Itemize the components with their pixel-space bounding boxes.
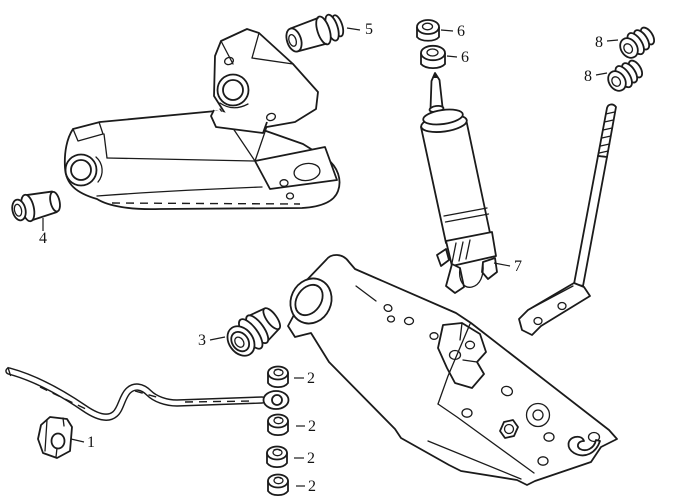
callout-leader-shock-mount-nut-upper [440, 29, 454, 32]
callout-leader-upper-arm-bushing-rear [346, 27, 361, 31]
stabilizer-link-bushing-lower [602, 55, 648, 97]
callout-number-stabilizer-link-nut-1: 2 [307, 370, 315, 387]
stabilizer-link [518, 103, 617, 336]
lower-control-arm [287, 254, 618, 486]
callout-number-upper-arm-bushing-front: 4 [39, 230, 47, 247]
stabilizer-link-nut-3 [266, 445, 288, 469]
shock-absorber-part [420, 72, 498, 294]
callout-number-stabilizer-link-bushing-upper: 8 [595, 34, 603, 51]
stabilizer-bar [5, 366, 290, 421]
callout-number-stabilizer-bar-bushing: 1 [87, 434, 95, 451]
shock-mount-nut-upper [416, 19, 440, 42]
upper-control-arm [63, 28, 341, 211]
upper-arm-bushing-front-part [11, 190, 61, 223]
stabilizer-bar-bushing-part [37, 416, 73, 459]
callout-number-stabilizer-link-nut-3: 2 [307, 450, 315, 467]
callout-leader-stabilizer-bar-bushing [70, 438, 85, 443]
callout-number-shock-absorber: 7 [514, 258, 522, 275]
callout-number-upper-arm-bushing-rear: 5 [365, 21, 373, 38]
callout-leader-lower-arm-bushing [209, 336, 226, 341]
callout-number-stabilizer-link-nut-4: 2 [308, 478, 316, 495]
upper-arm-bushing-rear-part [285, 13, 345, 53]
shock-mount-nut-lower [420, 44, 446, 70]
callout-leader-shock-mount-nut-lower [446, 55, 458, 58]
stabilizer-link-bushing-upper [614, 22, 660, 64]
stabilizer-link-nut-1 [267, 365, 289, 389]
callout-leader-stabilizer-link-bushing-lower [595, 72, 608, 76]
stabilizer-link-nut-2 [267, 413, 289, 437]
callout-labels: 4 5 6 6 88 7 3 2 2 2 2 1 [39, 21, 619, 495]
callout-number-lower-arm-bushing: 3 [198, 332, 206, 349]
callout-number-stabilizer-link-bushing-lower: 8 [584, 68, 592, 85]
callout-leader-shock-absorber [493, 262, 511, 267]
callout-number-shock-mount-nut-upper: 6 [457, 23, 465, 40]
callout-leader-stabilizer-link-bushing-upper [606, 39, 619, 42]
callout-number-stabilizer-link-nut-2: 2 [308, 418, 316, 435]
callout-number-shock-mount-nut-lower: 6 [461, 49, 469, 66]
stabilizer-link-nut-4 [267, 473, 289, 497]
lower-arm-bushing-part [226, 307, 282, 357]
